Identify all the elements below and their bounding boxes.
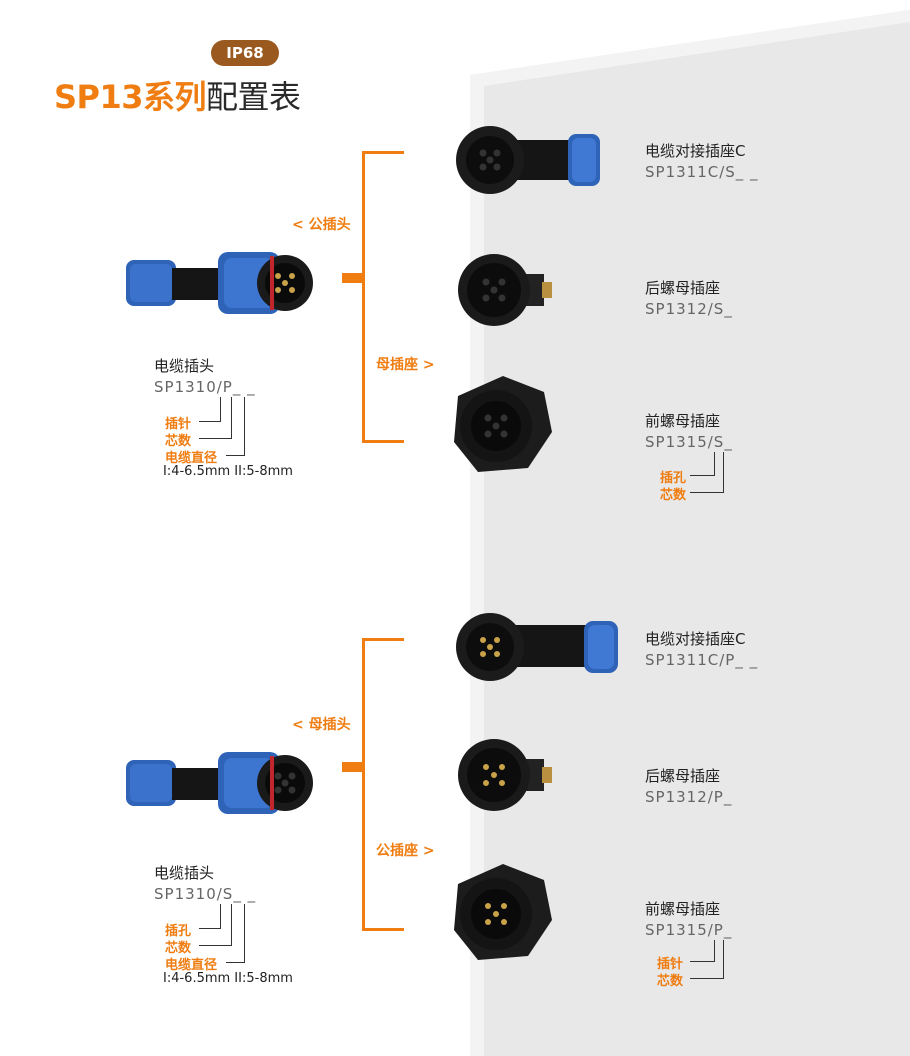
item2-1-name: 电缆对接插座C [645,630,746,648]
bracket-stub [342,762,362,772]
item1-1-name: 电缆对接插座C [645,142,746,160]
leader-line [226,397,245,456]
bracket-vertical [362,638,365,931]
plug1-label-cores: 芯数 [165,434,192,449]
background-panel [470,0,910,1056]
bracket-stub [342,273,362,283]
cable-plug-female-image [120,738,315,828]
title-config: 配置表 [206,78,301,116]
bracket-top [362,638,404,641]
leader-line [226,904,245,963]
plug1-label-diameter: 电缆直径 [165,451,218,466]
item1-2-name: 后螺母插座 [645,279,721,297]
title-series: SP13系列 [54,78,207,116]
plug2-dims: I:4-6.5mm II:5-8mm [163,971,293,986]
bracket-bottom [362,440,404,443]
bracket-bottom [362,928,404,931]
item2-3-name: 前螺母插座 [645,900,721,918]
branch-female-socket: 母插座 > [376,357,435,373]
item2-3-code: SP1315/P_ [645,921,733,939]
item2-3-label-pins: 插针 [657,957,684,972]
plug2-name: 电缆插头 [154,864,215,882]
item1-3-code: SP1315/S_ [645,433,733,451]
cable-plug-male-image [120,238,315,328]
item1-3-label-holes: 插孔 [660,471,687,486]
branch-male-plug: < 公插头 [292,217,351,233]
item2-3-label-cores: 芯数 [657,974,684,989]
item2-2-name: 后螺母插座 [645,767,721,785]
plug1-code: SP1310/P_ _ [154,378,256,396]
bracket-vertical [362,151,365,443]
branch-male-socket: 公插座 > [376,843,435,859]
plug2-code: SP1310/S_ _ [154,885,257,903]
leader-line [690,940,724,979]
plug1-dims: I:4-6.5mm II:5-8mm [163,464,293,479]
bracket-top [362,151,404,154]
plug1-name: 电缆插头 [154,357,215,375]
plug2-label-holes: 插孔 [165,924,192,939]
item2-2-code: SP1312/P_ [645,788,733,806]
rear-nut-socket-female-image [452,248,562,333]
item1-2-code: SP1312/S_ [645,300,733,318]
front-nut-socket-male-image [448,860,558,965]
plug2-label-cores: 芯数 [165,941,192,956]
leader-line [690,452,724,493]
plug2-label-diameter: 电缆直径 [165,958,218,973]
rear-nut-socket-male-image [452,733,562,818]
leader-line [199,904,232,946]
leader-line [690,452,715,476]
item1-3-name: 前螺母插座 [645,412,721,430]
plug1-label-pins: 插针 [165,417,192,432]
item1-3-label-cores: 芯数 [660,488,687,503]
front-nut-socket-female-image [448,372,558,477]
cable-socket-male-image [450,605,625,690]
leader-line [690,940,715,962]
item1-1-code: SP1311C/S_ _ [645,163,759,181]
leader-line [199,397,232,439]
ip68-badge: IP68 [211,40,279,66]
leader-line [199,904,221,929]
page-title: SP13系列配置表 [54,72,301,118]
cable-socket-female-image [450,118,610,203]
leader-line [199,397,221,422]
item2-1-code: SP1311C/P_ _ [645,651,759,669]
branch-female-plug: < 母插头 [292,717,351,733]
